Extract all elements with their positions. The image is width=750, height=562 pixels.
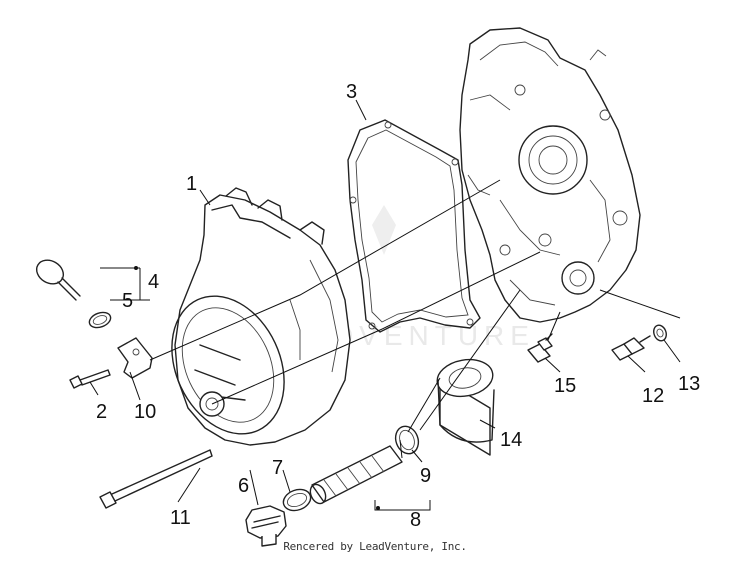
oil-filter-14: [436, 358, 495, 456]
washer-13: [653, 324, 667, 342]
o-ring-5: [88, 311, 112, 329]
crankcase-half: [459, 27, 641, 323]
bolt-2: [69, 369, 111, 389]
strainer-8: [309, 445, 403, 505]
callout-13: 13: [678, 373, 700, 395]
callout-1: 1: [186, 173, 197, 195]
drain-plug-6: [245, 505, 287, 547]
callout-2: 2: [96, 401, 107, 423]
sensor-12: [611, 335, 651, 361]
dipstick: [35, 259, 81, 301]
callout-15: 15: [554, 375, 576, 397]
o-ring-9: [394, 425, 420, 455]
generator-cover: [171, 187, 351, 446]
gasket: [347, 119, 481, 333]
callout-3: 3: [346, 81, 357, 103]
callout-leaders: [89, 99, 681, 511]
render-credit: Rencered by LeadVenture, Inc.: [283, 540, 467, 553]
callout-14: 14: [500, 429, 522, 451]
callout-7: 7: [272, 457, 283, 479]
callout-11: 11: [170, 507, 191, 529]
callout-labels: 1 2 3 4 5 6 7 8 9 10 11 12 13 14 15: [96, 81, 700, 531]
callout-8: 8: [410, 509, 421, 531]
callout-4: 4: [148, 271, 159, 293]
callout-12: 12: [642, 385, 664, 407]
o-ring-7: [282, 488, 312, 512]
assembly-leaders: [149, 179, 681, 459]
callout-5: 5: [122, 290, 133, 312]
callout-9: 9: [420, 465, 431, 487]
callout-6: 6: [238, 475, 249, 497]
long-bolt-11: [99, 449, 213, 509]
callout-10: 10: [134, 401, 156, 423]
bracket-10: [117, 337, 153, 379]
pressure-switch-15: [527, 333, 553, 363]
